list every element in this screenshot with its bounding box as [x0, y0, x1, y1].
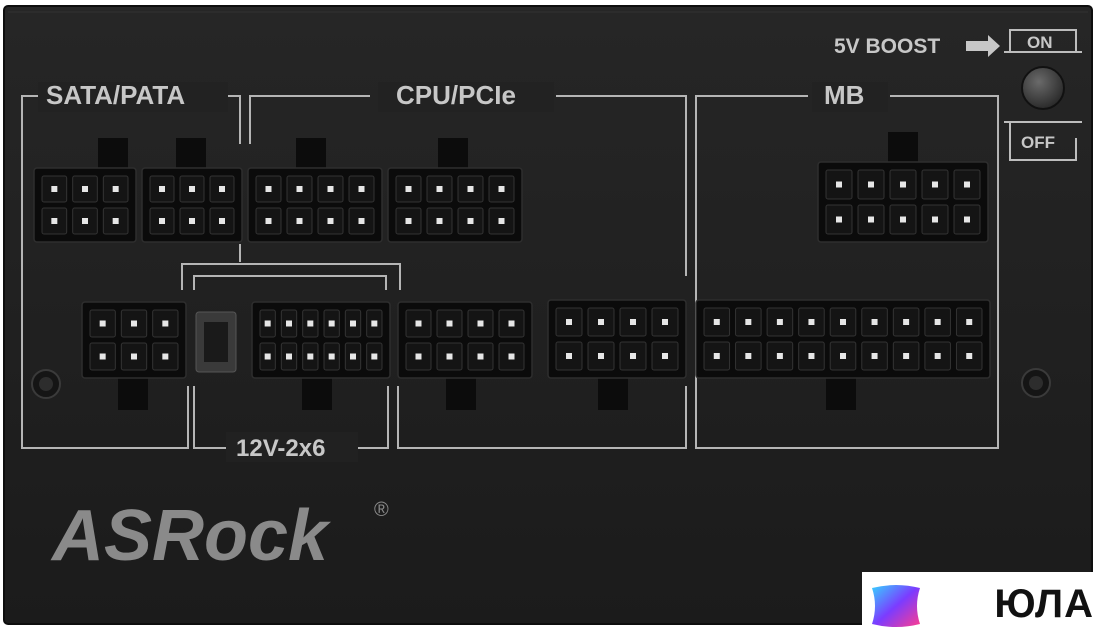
- cpu-pcie-connector-1: [247, 138, 383, 243]
- boost-switch-button[interactable]: [1021, 66, 1065, 110]
- registered-mark: ®: [374, 499, 389, 521]
- sata-pata-label: SATA/PATA: [46, 80, 185, 110]
- yula-logo-icon: [872, 585, 920, 627]
- mb-connector-24pin: [695, 299, 991, 410]
- mb-label: MB: [824, 80, 864, 110]
- sata-pata-connector-1: [33, 138, 137, 243]
- boost-label: 5V BOOST: [834, 35, 940, 58]
- sense-connector: [195, 311, 237, 373]
- mb-connector-small: [817, 132, 989, 243]
- connector-group-outlines: [21, 95, 999, 449]
- watermark: ЮЛА: [862, 572, 1100, 636]
- screw-right: [1021, 368, 1051, 398]
- pcie-connector-lower-2: [397, 301, 533, 410]
- watermark-text: ЮЛА: [994, 581, 1094, 626]
- sata-pata-connector-2: [141, 138, 243, 243]
- screw-left: [31, 369, 61, 399]
- cpu-pcie-connector-2: [387, 138, 523, 243]
- switch-off-label: OFF: [1021, 133, 1055, 152]
- connector-sockets: [33, 132, 991, 410]
- asrock-logo: ASRock: [50, 496, 332, 576]
- 12v-2x6-connector: [251, 301, 391, 410]
- switch-on-label: ON: [1027, 33, 1053, 52]
- arrow-right-icon: [966, 35, 1000, 57]
- 12v-2x6-label: 12V-2x6: [236, 435, 325, 462]
- cpu-pcie-label: CPU/PCIe: [396, 80, 516, 110]
- pcie-connector-lower-1: [81, 301, 187, 410]
- pcie-connector-lower-3: [547, 299, 687, 410]
